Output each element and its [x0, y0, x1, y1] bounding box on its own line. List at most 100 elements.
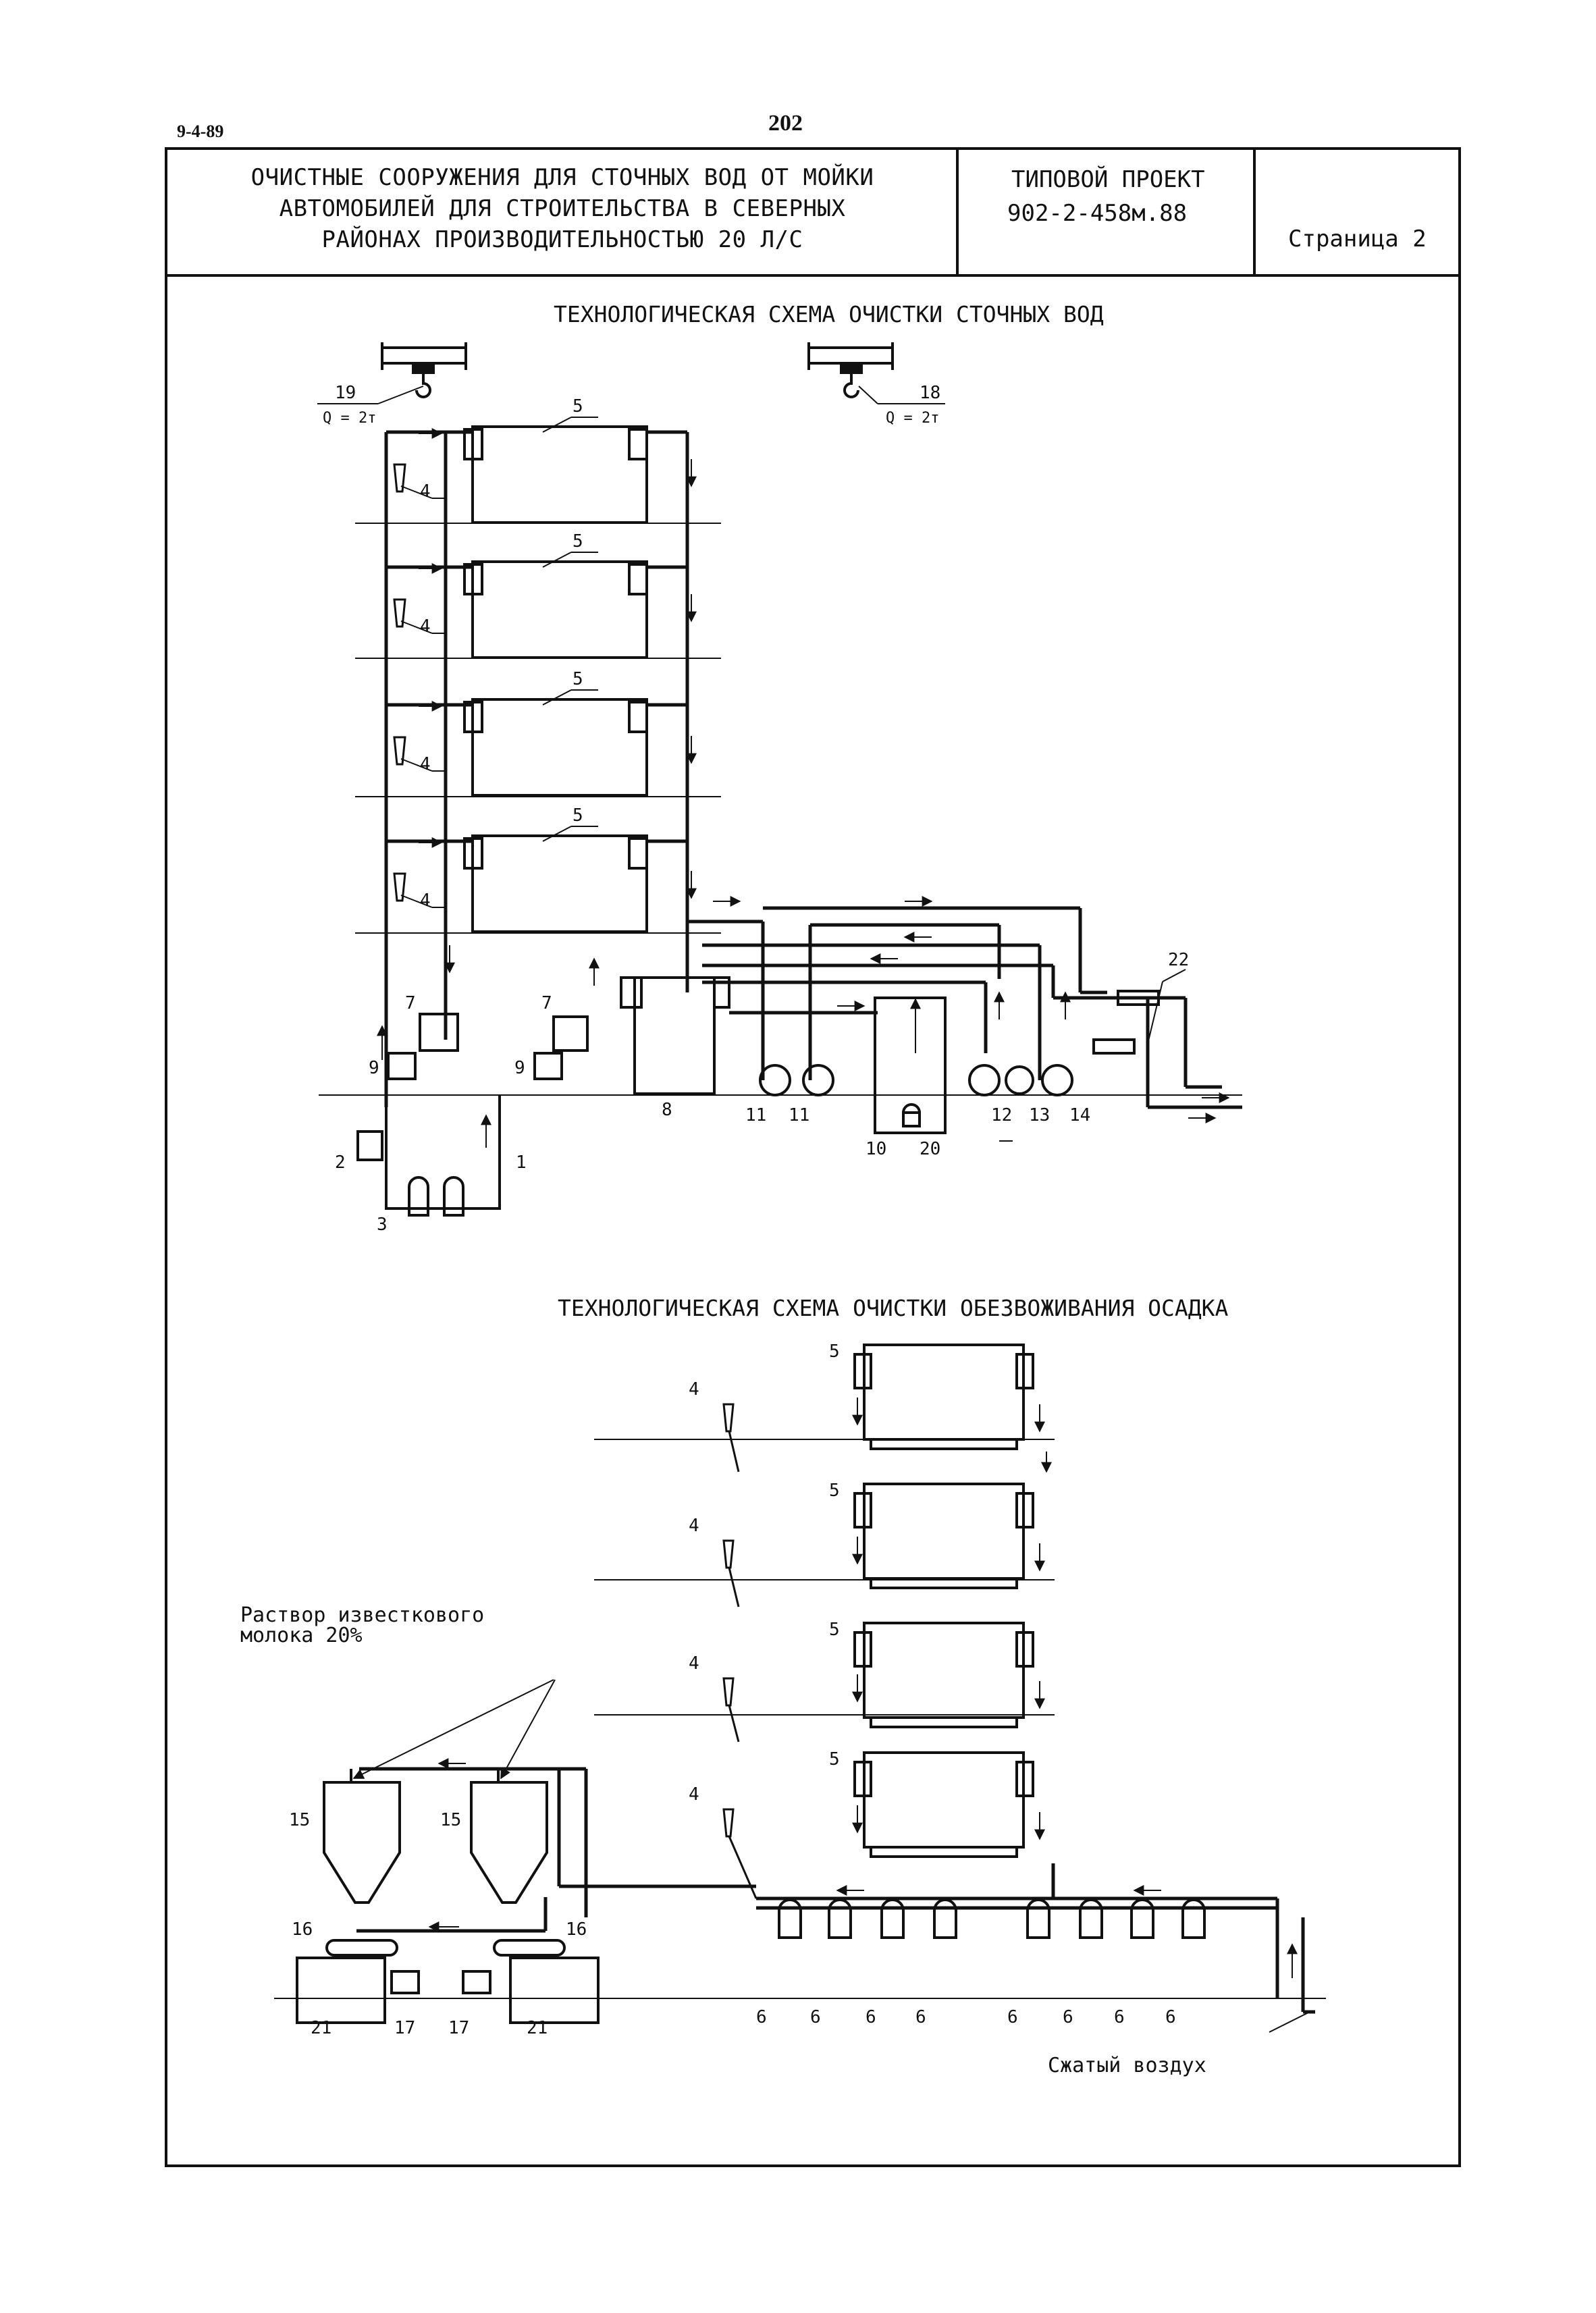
- filter-8: [633, 976, 716, 1095]
- pump-9a: [387, 1052, 417, 1080]
- label-btank-5-b: 5: [829, 1481, 840, 1501]
- pump-13: [1005, 1065, 1034, 1095]
- label-tank-5-a: 5: [573, 396, 583, 417]
- label-20: 20: [920, 1139, 940, 1159]
- top-settling-tanks: [463, 425, 648, 933]
- label-9b: 9: [514, 1058, 525, 1078]
- label-pump-6-a: 6: [756, 2007, 767, 2027]
- tank-10: [874, 996, 947, 1134]
- dosing-unit-7a: [419, 1013, 459, 1052]
- label-17a: 17: [394, 2018, 415, 2038]
- bottom-hydrocyclones: [722, 1403, 757, 1899]
- lime-solution-note-line-1: Раствор известкового: [240, 1603, 485, 1627]
- document-title-line-3: РАЙОНАХ ПРОИЗВОДИТЕЛЬНОСТЬЮ 20 Л/С: [321, 226, 803, 253]
- label-crane-19-capacity: Q = 2т: [323, 410, 376, 427]
- label-13: 13: [1029, 1105, 1050, 1125]
- lime-solution-note-line-2: молока 20%: [240, 1624, 363, 1647]
- label-21b: 21: [527, 2018, 548, 2038]
- top-leaders: [400, 417, 1186, 1142]
- document-title-line-1: ОЧИСТНЫЕ СООРУЖЕНИЯ ДЛЯ СТОЧНЫХ ВОД ОТ М…: [250, 164, 874, 191]
- floor-lines: [319, 523, 1242, 1096]
- title-divider-2: [1253, 150, 1256, 274]
- label-bcyclone-4-d: 4: [689, 1784, 699, 1805]
- label-17b: 17: [448, 2018, 469, 2038]
- title-block: ОЧИСТНЫЕ СООРУЖЕНИЯ ДЛЯ СТОЧНЫХ ВОД ОТ М…: [165, 147, 1461, 277]
- top-diagram: [317, 342, 1242, 1217]
- label-16b: 16: [566, 1919, 587, 1940]
- label-1: 1: [516, 1152, 527, 1173]
- label-22: 22: [1168, 950, 1189, 970]
- pump-9b: [533, 1052, 563, 1080]
- page-number: 202: [768, 111, 803, 136]
- label-15b: 15: [440, 1810, 461, 1830]
- pump-11b: [802, 1064, 834, 1096]
- label-8: 8: [662, 1100, 672, 1120]
- label-9a: 9: [369, 1058, 379, 1078]
- pump-12: [968, 1064, 1001, 1096]
- bottom-pipework: [356, 1767, 1315, 2014]
- project-label: ТИПОВОЙ ПРОЕКТ: [1011, 166, 1205, 193]
- dosing-unit-7b: [552, 1015, 589, 1052]
- label-pump-6-g: 6: [1114, 2007, 1125, 2027]
- label-pump-6-f: 6: [1063, 2007, 1073, 2027]
- lime-solution-note: Раствор известкового молока 20%: [240, 1605, 484, 1646]
- label-10: 10: [866, 1139, 886, 1159]
- label-crane-18: 18: [920, 383, 940, 403]
- label-tank-5-d: 5: [573, 805, 583, 826]
- bottom-diagram-title: ТЕХНОЛОГИЧЕСКАЯ СХЕМА ОЧИСТКИ ОБЕЗВОЖИВА…: [558, 1295, 1229, 1321]
- pump-14: [1041, 1064, 1073, 1096]
- bottom-labels: 5 5 5 5 4 4 4 4 6 6 6 6 6 6 6 6 15 15 16…: [289, 1341, 1176, 2038]
- compressed-air-note: Сжатый воздух: [1048, 2054, 1206, 2077]
- sheet-label: Страница 2: [1288, 225, 1427, 252]
- label-11a: 11: [745, 1105, 766, 1125]
- crane-18: [807, 342, 945, 404]
- pump-11a: [759, 1064, 791, 1096]
- pump-3a: [408, 1176, 429, 1217]
- label-pump-6-e: 6: [1007, 2007, 1018, 2027]
- project-number: 902-2-458м.88: [1007, 200, 1188, 227]
- conveyors: [296, 1939, 600, 2024]
- label-pump-6-h: 6: [1165, 2007, 1176, 2027]
- label-11b: 11: [789, 1105, 809, 1125]
- top-labels: 19 Q = 2т 18 Q = 2т 5 5 5 5 4 4 4 4 1 2 …: [323, 383, 1189, 1235]
- document-title: ОЧИСТНЫЕ СООРУЖЕНИЯ ДЛЯ СТОЧНЫХ ВОД ОТ М…: [167, 162, 957, 255]
- top-flow-arrows: [377, 428, 1230, 1148]
- label-crane-18-capacity: Q = 2т: [886, 410, 939, 427]
- label-21a: 21: [311, 2018, 331, 2038]
- top-hydrocyclones: [393, 463, 406, 902]
- label-tank-5-c: 5: [573, 669, 583, 689]
- label-pump-6-b: 6: [810, 2007, 821, 2027]
- bottom-pumps: [778, 1898, 1206, 1939]
- label-bcyclone-4-a: 4: [689, 1379, 699, 1400]
- pump-3b: [443, 1176, 464, 1217]
- label-cyclone-4-c: 4: [420, 754, 431, 774]
- label-cyclone-4-a: 4: [420, 481, 431, 502]
- label-7b: 7: [541, 993, 552, 1013]
- label-crane-19: 19: [335, 383, 356, 403]
- crane-19: [317, 342, 467, 404]
- meter-22b: [1092, 1038, 1136, 1055]
- label-bcyclone-4-b: 4: [689, 1516, 699, 1536]
- label-16a: 16: [292, 1919, 313, 1940]
- label-14: 14: [1069, 1105, 1090, 1125]
- label-15a: 15: [289, 1810, 310, 1830]
- label-tank-5-b: 5: [573, 531, 583, 552]
- bottom-settling-tanks: [853, 1344, 1034, 1858]
- lime-silos: [323, 1769, 548, 1904]
- label-pump-6-c: 6: [866, 2007, 876, 2027]
- label-2: 2: [335, 1152, 346, 1173]
- doc-code: 9-4-89: [177, 122, 224, 141]
- label-pump-6-d: 6: [915, 2007, 926, 2027]
- label-btank-5-a: 5: [829, 1341, 840, 1362]
- label-btank-5-d: 5: [829, 1749, 840, 1770]
- top-pipework: [384, 430, 1242, 1109]
- label-btank-5-c: 5: [829, 1620, 840, 1640]
- document-title-line-2: АВТОМОБИЛЕЙ ДЛЯ СТРОИТЕЛЬСТВА В СЕВЕРНЫХ: [279, 195, 846, 222]
- label-cyclone-4-b: 4: [420, 616, 431, 637]
- title-divider-1: [956, 150, 959, 274]
- bottom-flow-arrows: [352, 1398, 1310, 2033]
- bottom-diagram: [274, 1344, 1326, 2033]
- drawing-frame: [165, 274, 1461, 2167]
- label-12: 12: [991, 1105, 1012, 1125]
